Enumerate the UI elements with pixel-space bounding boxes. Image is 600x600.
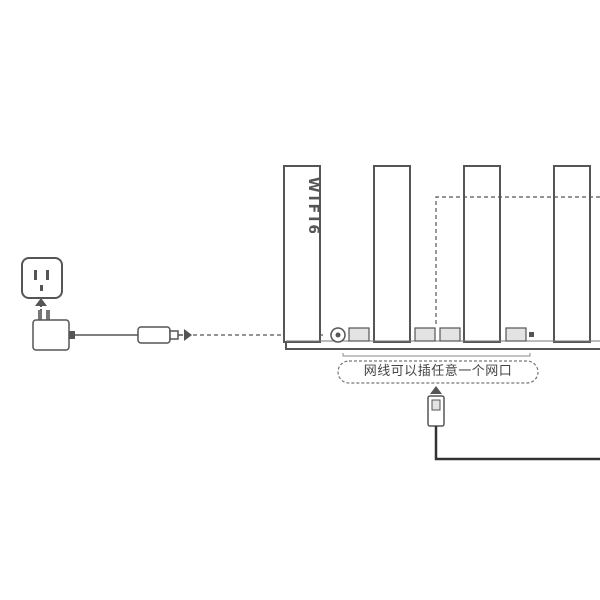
arrow-up-to-port — [430, 386, 442, 394]
router-brand-label: WIFI6 — [305, 177, 321, 233]
router-antennas — [283, 165, 591, 343]
reset-button — [529, 332, 534, 337]
router-body — [285, 340, 600, 350]
ethernet-plug-icon — [427, 395, 445, 427]
power-port — [330, 327, 346, 343]
arrow-up-to-outlet — [35, 298, 47, 312]
router-ports — [330, 327, 534, 343]
wan-port — [348, 327, 370, 342]
lan-port-3 — [505, 327, 527, 342]
callout-bubble — [337, 360, 539, 384]
port-bracket — [342, 353, 531, 357]
network-cable — [434, 426, 600, 461]
callout-text: 网线可以插任意一个网口 — [363, 364, 513, 379]
network-dashed-line — [435, 196, 600, 327]
arrow-to-power-port — [184, 329, 326, 341]
power-outlet-icon — [21, 257, 63, 299]
lan-port-1 — [414, 327, 436, 342]
power-plug-icon — [137, 326, 183, 344]
power-adapter-icon — [32, 310, 75, 351]
lan-port-2 — [439, 327, 461, 342]
